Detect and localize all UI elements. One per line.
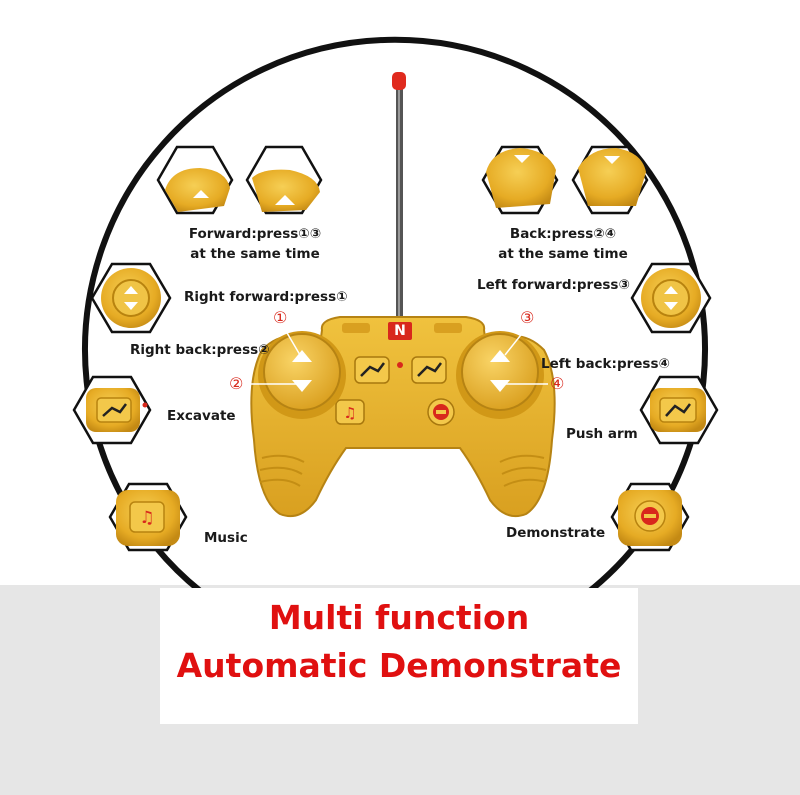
demonstrate-hex: [610, 482, 690, 552]
back-label-line1: Back:press②④: [509, 226, 617, 242]
feature-banner: Multi function Automatic Demonstrate: [160, 588, 638, 724]
marker-2: ②: [229, 374, 244, 393]
right-direction-disk: [456, 331, 544, 419]
push-arm-label: Push arm: [566, 426, 638, 442]
svg-text:♫: ♫: [139, 508, 154, 528]
music-label: Music: [204, 530, 248, 546]
pointer-lines: [247, 325, 548, 385]
push-arm-hex: [639, 375, 719, 445]
marker-4: ④: [550, 374, 565, 393]
svg-text:♫: ♫: [343, 404, 356, 422]
left-direction-hex: [630, 262, 712, 334]
back-label-line2: at the same time: [498, 246, 628, 262]
back-hex-2: [571, 145, 649, 215]
right-forward-label: Right forward:press①: [184, 289, 348, 305]
back-label: Back:press②④ at the same time: [478, 224, 648, 264]
excavate-hex: [72, 375, 152, 445]
demonstrate-label: Demonstrate: [506, 525, 606, 541]
left-direction-disk: [258, 331, 346, 419]
back-hex-1: [481, 145, 559, 215]
right-direction-hex: [90, 262, 172, 334]
excavate-label: Excavate: [167, 408, 236, 424]
forward-hex-2: [245, 145, 323, 215]
antenna: [392, 72, 406, 316]
left-back-label: Left back:press④: [541, 356, 670, 372]
banner-title-line1: Multi function: [268, 598, 530, 637]
forward-label: Forward:press①③ at the same time: [170, 224, 340, 264]
controller-logo: N: [394, 323, 406, 339]
right-back-label: Right back:press②: [130, 342, 270, 358]
forward-label-line2: at the same time: [190, 246, 320, 262]
banner-title-line2: Automatic Demonstrate: [176, 646, 622, 685]
forward-label-line1: Forward:press①③: [188, 226, 322, 242]
left-forward-label: Left forward:press③: [477, 277, 630, 293]
forward-hex-1: [156, 145, 234, 215]
marker-3: ③: [520, 308, 535, 327]
marker-1: ①: [273, 308, 288, 327]
music-hex: ♫: [108, 482, 188, 552]
